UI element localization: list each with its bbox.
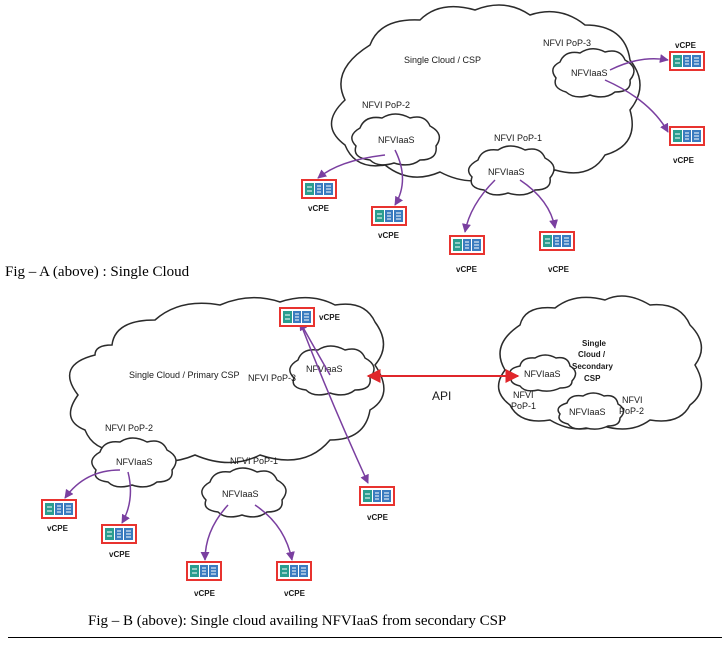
- pop2b-inner: NFVIaaS: [116, 457, 153, 467]
- vcpe-label: vCPE: [675, 41, 697, 50]
- vcpe-label: vCPE: [673, 156, 695, 165]
- arrow-pop2-vcpe-1: [317, 154, 386, 179]
- vcpe-device: [301, 179, 337, 199]
- vcpe-device: [41, 499, 77, 519]
- pop2-label: NFVI PoP-2: [362, 100, 410, 110]
- spop1-inner: NFVIaaS: [524, 369, 561, 379]
- vcpe-device: [669, 126, 705, 146]
- vcpe-label: vCPE: [319, 313, 341, 322]
- pop2b-cloud: [91, 437, 177, 488]
- spop1-label-1: NFVI: [513, 390, 534, 400]
- vcpe-label: vCPE: [109, 550, 131, 559]
- pop3-label: NFVI PoP-3: [543, 38, 591, 48]
- vcpe-label: vCPE: [367, 513, 389, 522]
- pop1-inner: NFVIaaS: [488, 167, 525, 177]
- bottom-rule: [8, 637, 722, 638]
- spop2-label-1: NFVI: [622, 395, 643, 405]
- fig-a-caption: Fig – A (above) : Single Cloud: [5, 264, 190, 280]
- pop3b-inner: NFVIaaS: [306, 364, 343, 374]
- cloud-primary-csp: [68, 296, 385, 464]
- vcpe-device: [669, 51, 705, 71]
- pop2-cloud: [351, 113, 441, 166]
- arrow-pop2b-vcpe-2: [121, 471, 132, 524]
- vcpe-device: [276, 561, 312, 581]
- arrow-pop3-vcpe-1: [609, 54, 669, 71]
- vcpe-device: [371, 206, 407, 226]
- pop3b-label: NFVI PoP-3: [248, 373, 296, 383]
- spop2-label-2: PoP-2: [619, 406, 644, 416]
- pop1-label: NFVI PoP-1: [494, 133, 542, 143]
- arrow-pop3-vcpe-2: [604, 79, 669, 133]
- secondary-label-4: CSP: [584, 374, 601, 383]
- secondary-label-2: Cloud /: [578, 350, 606, 359]
- fig-a: Single Cloud / CSP NFVI PoP-3 NFVIaaS NF…: [301, 4, 705, 274]
- spop2-inner: NFVIaaS: [569, 407, 606, 417]
- arrow-pop2-vcpe-2: [394, 149, 404, 206]
- arrow-pop1-vcpe-1: [462, 179, 496, 233]
- pop1b-inner: NFVIaaS: [222, 489, 259, 499]
- arrow-pop3b-vcpe-2: [299, 321, 369, 484]
- secondary-label-1: Single: [582, 339, 607, 348]
- pop2b-label: NFVI PoP-2: [105, 423, 153, 433]
- arrow-pop1-vcpe-2: [519, 179, 559, 229]
- vcpe-label: vCPE: [456, 265, 478, 274]
- vcpe-device: [279, 307, 315, 327]
- vcpe-label: vCPE: [47, 524, 69, 533]
- cloud-primary-label: Single Cloud / Primary CSP: [129, 370, 240, 380]
- vcpe-device: [359, 486, 395, 506]
- pop3b-cloud: [289, 345, 375, 396]
- spop2-cloud: [557, 392, 625, 430]
- vcpe-device: [186, 561, 222, 581]
- vcpe-device: [539, 231, 575, 251]
- vcpe-device: [449, 235, 485, 255]
- spop1-label-2: PoP-1: [511, 401, 536, 411]
- pop2-inner: NFVIaaS: [378, 135, 415, 145]
- vcpe-label: vCPE: [548, 265, 570, 274]
- vcpe-label: vCPE: [284, 589, 306, 598]
- api-label: API: [432, 389, 451, 403]
- arrow-pop1b-vcpe-2: [254, 504, 295, 561]
- pop1-cloud: [467, 145, 555, 196]
- arrow-pop1b-vcpe-1: [200, 504, 229, 561]
- arrow-pop2b-vcpe-1: [64, 469, 121, 499]
- fig-b: Single Cloud / Primary CSP NFVIaaS NFVI …: [41, 295, 703, 598]
- secondary-label-3: Secondary: [572, 362, 613, 371]
- vcpe-device: [101, 524, 137, 544]
- vcpe-label: vCPE: [378, 231, 400, 240]
- cloud-csp-label: Single Cloud / CSP: [404, 55, 481, 65]
- vcpe-label: vCPE: [308, 204, 330, 213]
- cloud-secondary-csp: [497, 295, 703, 430]
- pop1b-label: NFVI PoP-1: [230, 456, 278, 466]
- pop3-inner: NFVIaaS: [571, 68, 608, 78]
- pop1b-cloud: [201, 467, 287, 518]
- fig-b-caption: Fig – B (above): Single cloud availing N…: [88, 613, 507, 629]
- vcpe-label: vCPE: [194, 589, 216, 598]
